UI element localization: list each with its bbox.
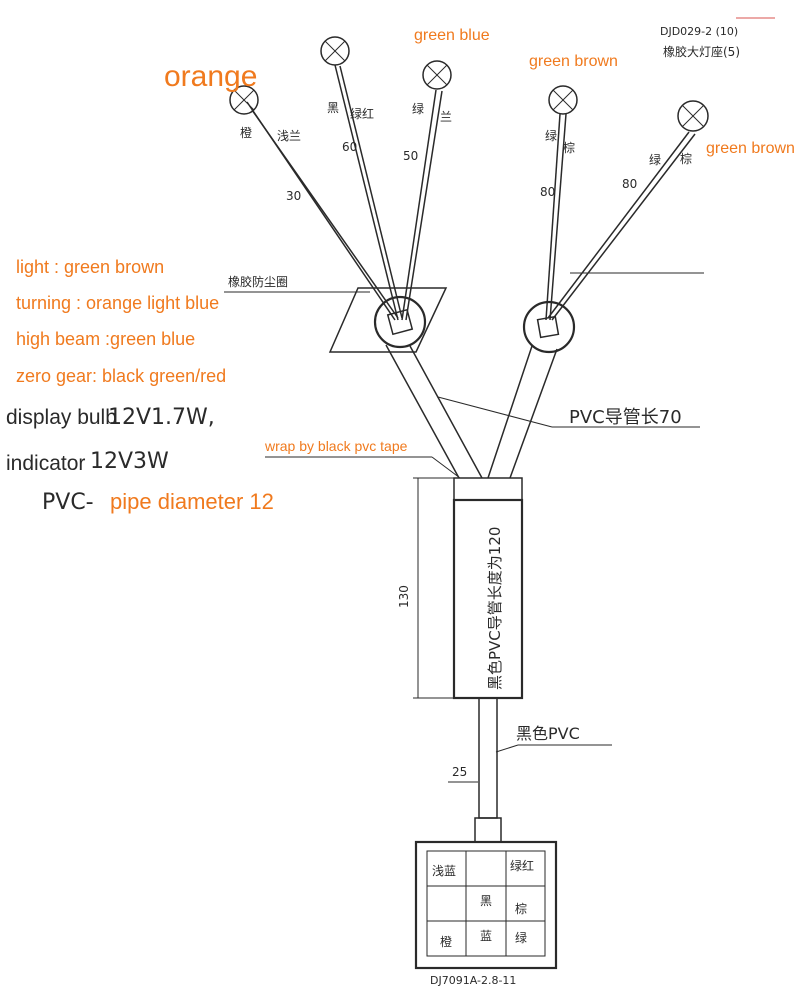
wire-label-orange: 橙: [240, 125, 252, 140]
grommet-left-core: [386, 308, 414, 336]
annotation-green-brown-1: green brown: [529, 53, 618, 70]
title-name: 橡胶大灯座(5): [663, 44, 740, 59]
legend-pvc-diameter: pipe diameter 12: [110, 489, 274, 514]
legend-display-bulb-value: 12V1.7W,: [108, 405, 215, 430]
wire-label-green-2: 绿: [545, 128, 557, 143]
wire-length-80-a: 80: [540, 185, 555, 199]
black-tape-wrap: [453, 477, 523, 501]
wire-green-brown-a: [545, 113, 561, 321]
wire-label-black: 黑: [327, 101, 339, 115]
connector-cell-5: 黑: [480, 894, 492, 908]
wire-length-60: 60: [342, 140, 357, 154]
connector-part-no: DJ7091A-2.8-11: [430, 974, 516, 987]
wire-label-green-1: 绿: [412, 101, 424, 116]
legend-indicator: indicator: [6, 452, 85, 475]
bulb-green-brown-b: [677, 100, 709, 132]
pvc-tube-70: [385, 344, 558, 479]
dim-130: 130: [397, 585, 411, 608]
connector-housing: [414, 840, 558, 970]
wire-orange-lightblue-2: [251, 109, 399, 319]
tail-connector-neck: [474, 817, 502, 843]
wire-leads: [246, 64, 696, 321]
wire-black-greenred: [334, 64, 399, 321]
annotation-wrap-tape: wrap by black pvc tape: [264, 438, 408, 454]
wire-label-greenred: 绿红: [350, 106, 374, 121]
legend-light: light : green brown: [16, 257, 164, 277]
grommet-right-core: [536, 315, 560, 339]
label-pvc-70: PVC导管长70: [569, 407, 682, 428]
rubber-grommet-left: [373, 295, 427, 349]
legend-pvc-prefix: PVC-: [42, 490, 94, 515]
leader-black-pvc: [495, 744, 519, 753]
legend-high-beam: high beam :green blue: [16, 329, 195, 349]
connector-cell-9: 绿: [515, 930, 527, 945]
legend-display-bulb: display bulb: [6, 406, 117, 429]
connector-cells: 浅蓝 绿红 黑 棕 橙 蓝 绿: [432, 858, 534, 949]
wire-green-blue: [401, 89, 437, 321]
black-pvc-tail: [478, 697, 498, 819]
leader-pvc-70: [437, 396, 553, 428]
bulb-green-brown-a: [548, 85, 578, 115]
label-rubber-grommet: 橡胶防尘圈: [228, 274, 288, 289]
connector-cell-8: 蓝: [480, 929, 492, 943]
wire-label-green-3: 绿: [649, 152, 661, 167]
label-black-pvc: 黑色PVC: [516, 724, 580, 743]
connector-face: [426, 850, 546, 957]
annotation-green-brown-2: green brown: [706, 140, 795, 157]
connector-cell-7: 橙: [440, 934, 452, 949]
wire-label-blue: 兰: [440, 110, 452, 124]
legend-turning: turning : orange light blue: [16, 293, 219, 313]
dim-25: 25: [452, 765, 467, 779]
wire-green-brown-b-2: [551, 133, 696, 321]
annotation-green-blue: green blue: [414, 27, 490, 44]
wire-length-80-b: 80: [622, 177, 637, 191]
connector-cell-1: 浅蓝: [432, 864, 456, 878]
bulb-orange-lightblue: [229, 85, 259, 115]
annotation-orange: orange: [164, 60, 257, 93]
connector-cell-3: 绿红: [510, 858, 534, 873]
rubber-grommet-plate: [328, 287, 448, 353]
label-pvc-black-120: 黑色PVC导管长度为120: [486, 527, 504, 690]
rubber-grommet-right: [522, 300, 576, 354]
bulb-black-greenred: [320, 36, 350, 66]
bulb-green-blue: [422, 60, 452, 90]
connector-cell-6: 棕: [515, 901, 527, 916]
title-code: DJD029-2 (10): [660, 25, 738, 38]
wire-length-30: 30: [286, 189, 301, 203]
wire-label-brown-3: 棕: [680, 151, 692, 166]
wire-green-brown-a-2: [549, 113, 567, 321]
wire-black-greenred-2: [339, 65, 403, 319]
wire-length-50: 50: [403, 149, 418, 163]
wire-green-blue-2: [405, 90, 443, 321]
wire-label-brown-2: 棕: [563, 140, 575, 155]
wire-green-brown-b: [547, 131, 690, 319]
legend-zero-gear: zero gear: black green/red: [16, 366, 226, 386]
wire-label-lightblue: 浅兰: [277, 129, 301, 143]
legend: light : green brown turning : orange lig…: [6, 257, 274, 515]
legend-indicator-value: 12V3W: [90, 449, 169, 474]
